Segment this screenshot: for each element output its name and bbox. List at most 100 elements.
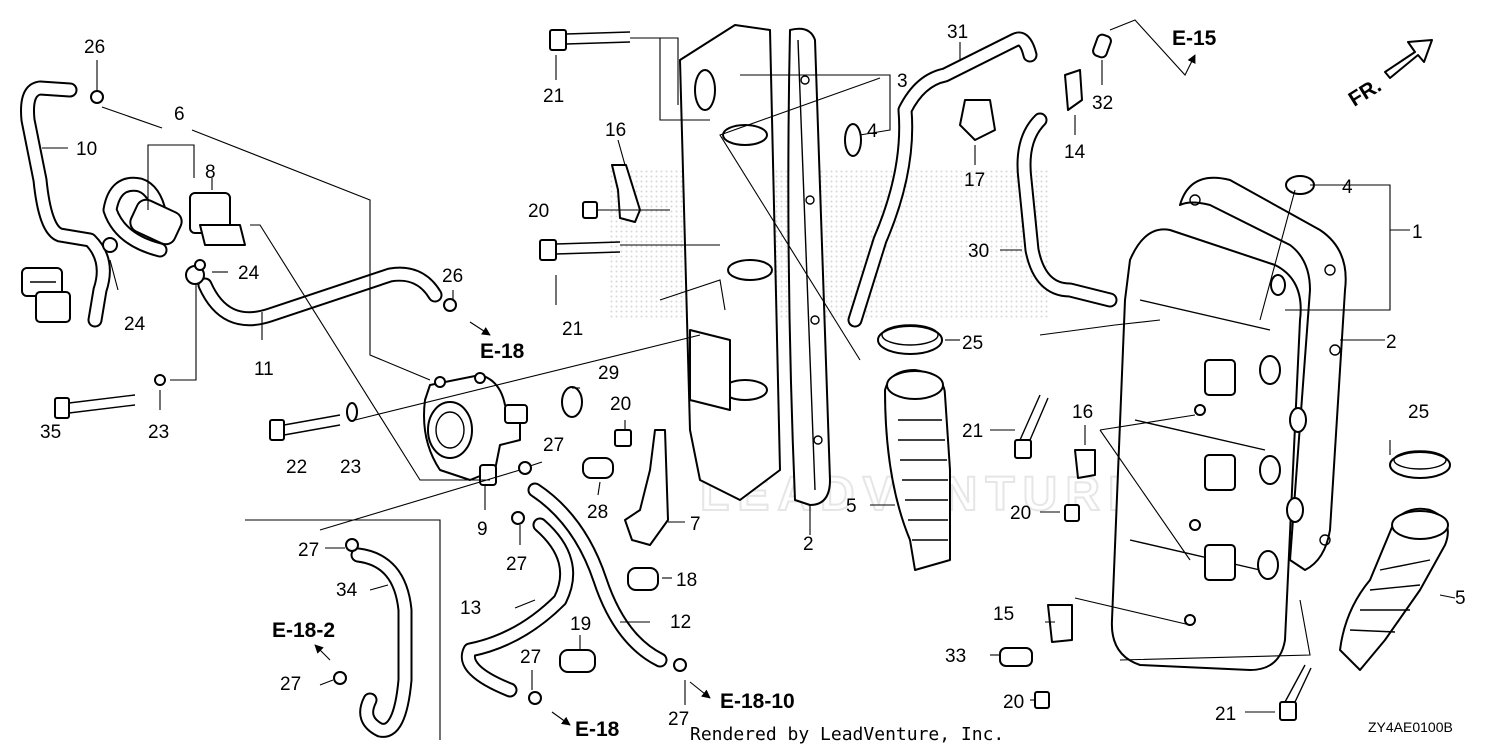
label-21-right-upper: 21 (962, 421, 983, 442)
label-29: 29 (598, 363, 619, 384)
cover-3[interactable] (679, 24, 781, 501)
hose-31[interactable] (847, 31, 1038, 328)
cap-32 (1092, 33, 1112, 59)
label-17: 17 (964, 170, 985, 191)
label-11: 11 (254, 359, 274, 380)
label-27-a: 27 (543, 435, 564, 456)
label-10: 10 (76, 139, 97, 160)
label-28: 28 (587, 502, 608, 523)
label-34: 34 (336, 580, 358, 601)
hose-6-upper[interactable] (102, 176, 185, 258)
label-9: 9 (477, 519, 488, 540)
label-23-left: 23 (148, 422, 169, 443)
label-35: 35 (40, 422, 61, 443)
gasket-2-center[interactable] (787, 27, 831, 506)
grommet-4-right (1285, 175, 1315, 195)
bolt-20-right (1034, 504, 1080, 709)
clamp-25-center (877, 324, 943, 355)
part-numbers: 26 6 10 8 24 24 26 11 35 23 22 23 9 27 2… (40, 22, 1466, 730)
label-27-b: 27 (506, 554, 527, 575)
label-19: 19 (570, 614, 591, 635)
label-1: 1 (1412, 222, 1423, 243)
ref-e18-10[interactable]: E-18-10 (720, 690, 795, 713)
label-23-mid: 23 (340, 457, 361, 478)
hose-12[interactable] (527, 482, 668, 668)
hose-13[interactable] (461, 517, 575, 698)
clip-18 (627, 567, 659, 591)
bolt-22 (269, 402, 358, 441)
front-arrow-icon (1384, 39, 1433, 79)
hose-30[interactable] (1016, 112, 1118, 308)
label-2-right: 2 (1386, 332, 1397, 353)
valve-cover-1[interactable] (1110, 228, 1307, 671)
front-direction-label: FR. (1345, 74, 1386, 111)
label-20-right-upper: 20 (1010, 503, 1031, 524)
bracket-15 (1047, 604, 1073, 643)
label-21-right-lower: 21 (1215, 704, 1236, 725)
fitting-14 (1064, 69, 1083, 111)
clip-19 (559, 649, 596, 673)
bolt-21-mid (539, 239, 621, 261)
hose-34[interactable] (350, 547, 413, 738)
label-3: 3 (897, 71, 908, 92)
pump-9[interactable] (423, 372, 528, 486)
leader-lines (42, 19, 1456, 726)
label-22: 22 (286, 457, 307, 478)
label-20-right-lower: 20 (1003, 692, 1024, 713)
label-21-top: 21 (543, 86, 564, 107)
bolt-35 (54, 394, 136, 419)
diagram-code: ZY4AE0100B (1368, 719, 1453, 735)
label-33: 33 (945, 646, 966, 667)
o-ring-29 (561, 386, 583, 418)
label-27-e: 27 (520, 647, 541, 668)
label-12: 12 (670, 612, 691, 633)
bolt-21-right-upper (1014, 394, 1049, 459)
label-26-mid: 26 (442, 266, 463, 287)
label-20-left: 20 (528, 201, 549, 222)
label-7: 7 (690, 514, 701, 535)
valve-8[interactable] (189, 192, 246, 246)
label-26-top: 26 (84, 37, 105, 58)
label-21-mid: 21 (562, 319, 583, 340)
ref-e15[interactable]: E-15 (1172, 27, 1217, 50)
clamps-small-left (90, 90, 457, 386)
label-27-c: 27 (298, 540, 319, 561)
label-32: 32 (1092, 93, 1113, 114)
label-4-center: 4 (867, 121, 878, 142)
duct-5-right[interactable] (1339, 507, 1449, 671)
label-24-left: 24 (124, 314, 146, 335)
bolt-21-right-lower (1279, 664, 1312, 721)
clamp-25-right (1389, 450, 1451, 479)
bolt-20-mid (614, 429, 632, 447)
ref-e18-2[interactable]: E-18-2 (272, 619, 335, 642)
label-4-right: 4 (1342, 177, 1353, 198)
bracket-16-right (1074, 449, 1096, 479)
label-18: 18 (676, 570, 697, 591)
duct-5-center[interactable] (884, 369, 951, 571)
label-16-right: 16 (1072, 402, 1093, 423)
ref-e18-bottom[interactable]: E-18 (575, 718, 620, 741)
label-25-center: 25 (962, 333, 983, 354)
hose-11[interactable] (197, 266, 443, 327)
label-31: 31 (947, 22, 968, 43)
label-5-right: 5 (1455, 588, 1466, 609)
gasket-2-right[interactable] (1179, 176, 1347, 571)
label-27-d: 27 (280, 674, 301, 695)
label-2-center: 2 (803, 534, 814, 555)
label-25-right: 25 (1408, 402, 1429, 423)
label-15: 15 (993, 604, 1014, 625)
sensor-connector-left (21, 267, 71, 323)
label-8: 8 (205, 162, 216, 183)
label-16-left: 16 (605, 120, 626, 141)
label-24-right: 24 (238, 263, 260, 284)
bracket-7 (624, 429, 669, 546)
clip-17 (959, 99, 996, 141)
label-13: 13 (460, 598, 481, 619)
hose-10[interactable] (20, 80, 111, 328)
label-20-mid: 20 (610, 394, 631, 415)
ref-e18-top[interactable]: E-18 (480, 340, 525, 363)
label-5-center: 5 (846, 496, 857, 517)
clamps-27 (333, 461, 687, 705)
grommet-4-center (844, 123, 862, 157)
